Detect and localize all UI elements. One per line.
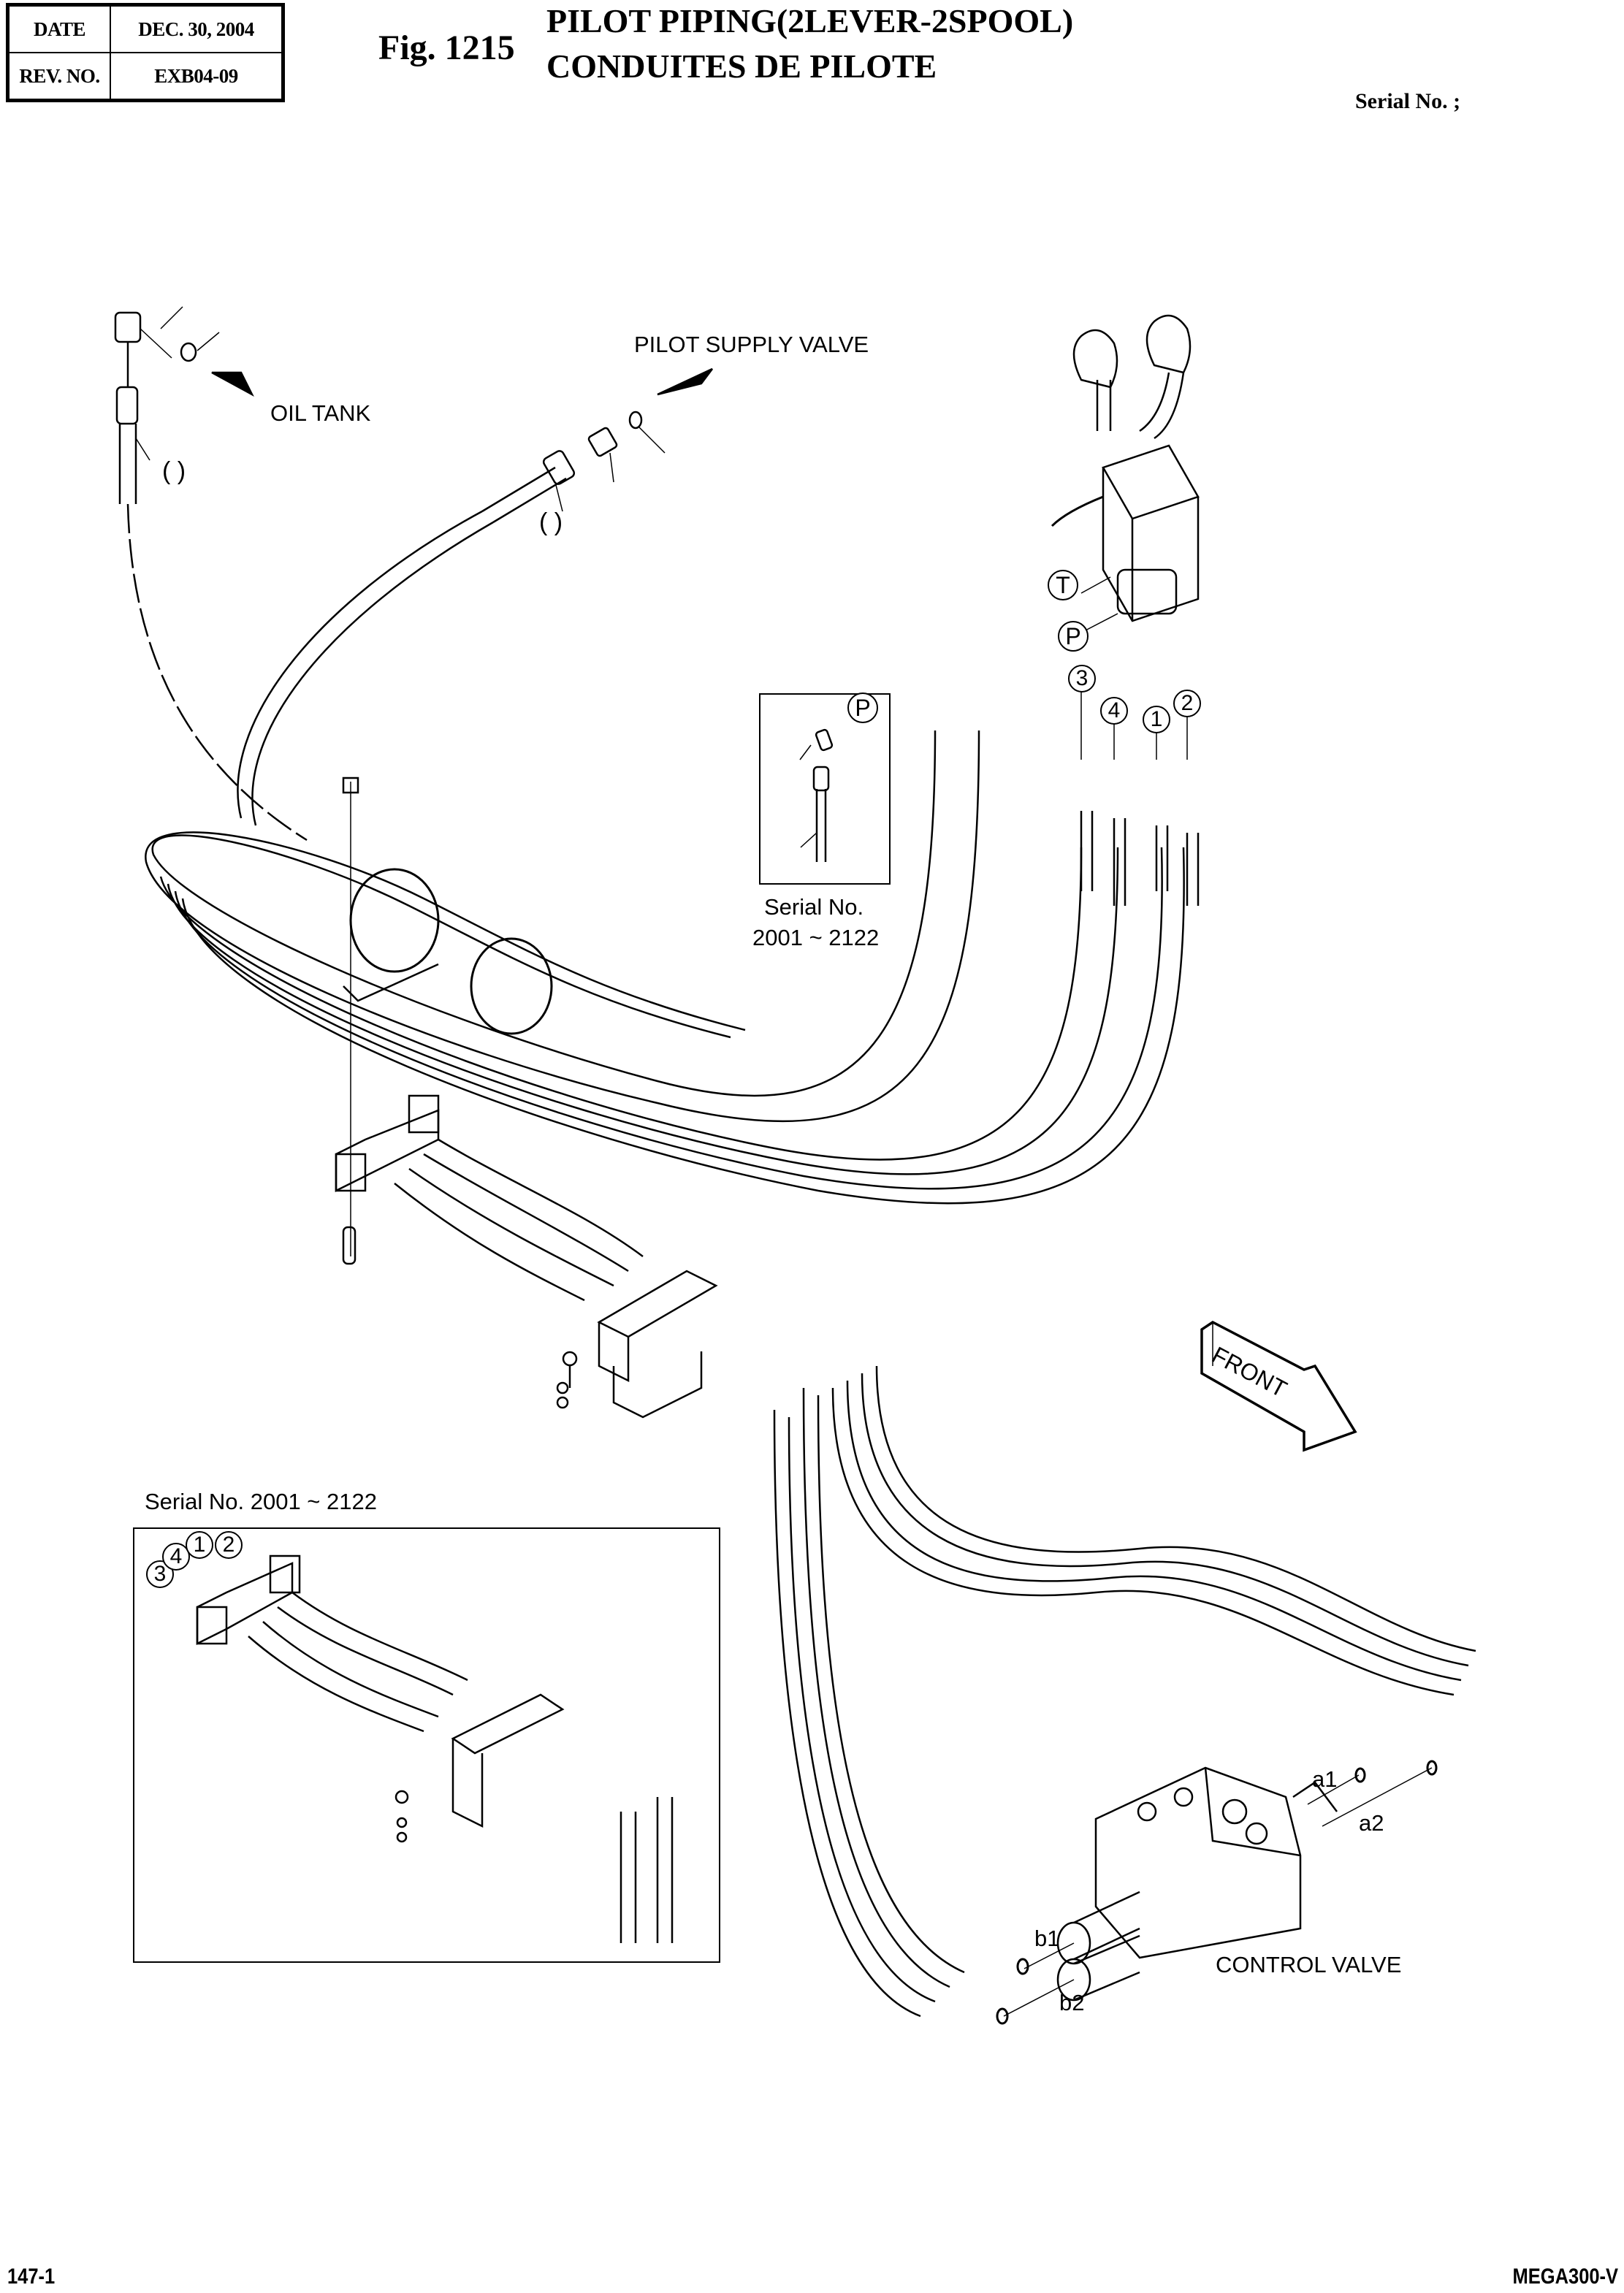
model-number: MEGA300-V bbox=[1512, 2265, 1618, 2289]
port-marker-1: 1 bbox=[1143, 706, 1170, 733]
pilot-supply-hose bbox=[237, 367, 713, 826]
inset-port-marker-2: 2 bbox=[215, 1531, 243, 1559]
inset-p-fitting bbox=[759, 693, 891, 885]
rev-label: REV. NO. bbox=[7, 52, 111, 102]
date-value: DEC. 30, 2004 bbox=[110, 4, 284, 53]
inset-serial-label: Serial No. bbox=[764, 894, 864, 920]
port-leaders bbox=[1080, 576, 1200, 906]
port-label-b2: b2 bbox=[1059, 1990, 1085, 2015]
rev-value: EXB04-09 bbox=[110, 52, 284, 102]
date-label: DATE bbox=[7, 4, 111, 53]
front-arrow bbox=[1200, 1320, 1357, 1452]
joystick-assembly bbox=[1051, 314, 1200, 622]
part-qty-placeholder: ( ) bbox=[162, 457, 186, 485]
port-marker-2: 2 bbox=[1173, 690, 1201, 717]
pilot-supply-valve-label: PILOT SUPPLY VALVE bbox=[634, 332, 869, 357]
part-qty-placeholder: ( ) bbox=[539, 508, 563, 536]
port-label-a2: a2 bbox=[1359, 1810, 1384, 1836]
revision-table: DATE DEC. 30, 2004 REV. NO. EXB04-09 bbox=[6, 3, 285, 102]
control-hoses bbox=[773, 1365, 1476, 2018]
port-marker-p: P bbox=[1058, 621, 1089, 652]
port-marker-t: T bbox=[1048, 570, 1078, 600]
figure-number: Fig. 1215 bbox=[378, 28, 515, 67]
inset-port-marker-4: 4 bbox=[162, 1543, 190, 1571]
tank-return-hose bbox=[114, 306, 308, 842]
inset-port-marker-p: P bbox=[847, 693, 878, 723]
inset-clamp-variant bbox=[133, 1527, 720, 1963]
title-english: PILOT PIPING(2LEVER-2SPOOL) bbox=[546, 2, 1074, 39]
port-marker-3: 3 bbox=[1068, 665, 1096, 693]
port-marker-4: 4 bbox=[1100, 697, 1128, 725]
hose-clamp bbox=[335, 1094, 644, 1302]
manifold-bracket bbox=[556, 1270, 718, 1419]
title-french: CONDUITES DE PILOTE bbox=[546, 47, 937, 85]
control-valve-body bbox=[996, 1760, 1438, 2025]
serial-number-label: Serial No. ; bbox=[1355, 89, 1461, 113]
hose-bundle bbox=[145, 730, 1185, 1256]
inset-port-marker-1: 1 bbox=[186, 1531, 213, 1559]
port-label-b1: b1 bbox=[1034, 1926, 1060, 1951]
control-valve-label: CONTROL VALVE bbox=[1216, 1952, 1402, 1977]
inset-serial-range: 2001 ~ 2122 bbox=[752, 925, 880, 950]
inset-clamp-title: Serial No. 2001 ~ 2122 bbox=[145, 1489, 377, 1514]
oil-tank-label: OIL TANK bbox=[270, 400, 371, 426]
port-label-a1: a1 bbox=[1312, 1766, 1338, 1792]
page-number: 147-1 bbox=[7, 2265, 56, 2289]
